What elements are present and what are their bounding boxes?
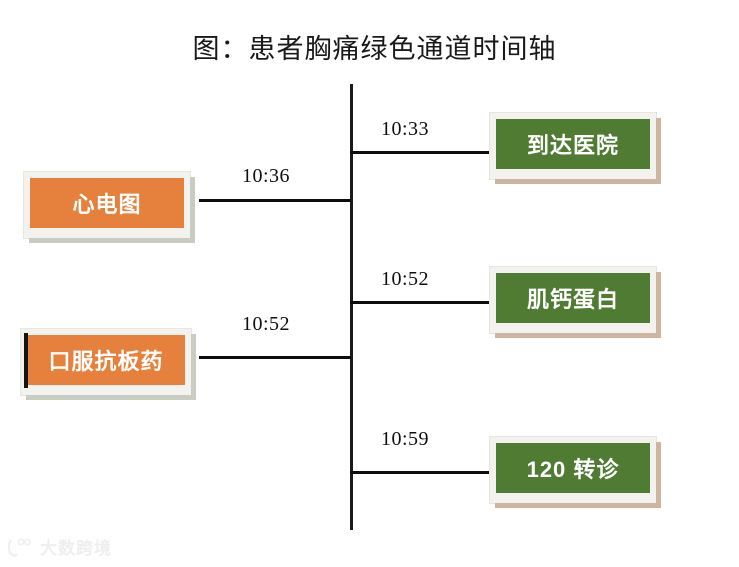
event-box-120-referral[interactable]: 120 转诊 <box>489 436 661 508</box>
box-shadow-bottom <box>495 503 661 508</box>
event-label: 到达医院 <box>526 133 619 158</box>
box-shadow-side <box>656 272 661 338</box>
connector-left-2 <box>199 356 351 359</box>
event-box-oral-antiplatelet[interactable]: 口服抗板药 <box>20 328 196 400</box>
box-shadow-bottom <box>26 395 196 400</box>
event-label: 心电图 <box>72 192 142 217</box>
watermark: 大数跨境 <box>7 534 112 559</box>
connector-left-1 <box>199 199 351 202</box>
box-fill <box>496 443 650 493</box>
event-label: 肌钙蛋白 <box>526 287 619 312</box>
box-shadow-side <box>191 334 196 400</box>
event-box-ecg[interactable]: 心电图 <box>23 171 195 243</box>
box-shadow-side <box>656 118 661 184</box>
box-accent-bar <box>24 333 28 388</box>
box-shadow-bottom <box>29 238 195 243</box>
event-label: 口服抗板药 <box>48 349 164 374</box>
time-label-left-1: 10:36 <box>242 165 291 187</box>
box-fill <box>496 273 650 323</box>
event-box-arrive-hospital[interactable]: 到达医院 <box>489 112 661 184</box>
box-shadow-side <box>190 177 195 243</box>
time-label-left-2: 10:52 <box>242 313 291 335</box>
connector-right-3 <box>350 471 490 474</box>
box-shadow-bottom <box>495 333 661 338</box>
time-label-right-1: 10:33 <box>381 118 430 140</box>
box-shadow-bottom <box>495 179 661 184</box>
timeline-axis <box>350 84 353 530</box>
event-label: 120 转诊 <box>526 457 620 482</box>
time-label-right-2: 10:52 <box>381 268 430 290</box>
event-box-troponin[interactable]: 肌钙蛋白 <box>489 266 661 338</box>
time-label-right-3: 10:59 <box>381 428 430 450</box>
box-shadow-side <box>656 442 661 508</box>
box-fill <box>30 178 184 228</box>
watermark-text: 大数跨境 <box>40 539 112 558</box>
page-title: 图：患者胸痛绿色通道时间轴 <box>192 34 557 64</box>
box-fill <box>27 335 185 385</box>
box-fill <box>496 119 650 169</box>
connector-right-2 <box>350 301 490 304</box>
connector-right-1 <box>350 151 490 154</box>
watermark-logo-icon <box>7 537 34 557</box>
